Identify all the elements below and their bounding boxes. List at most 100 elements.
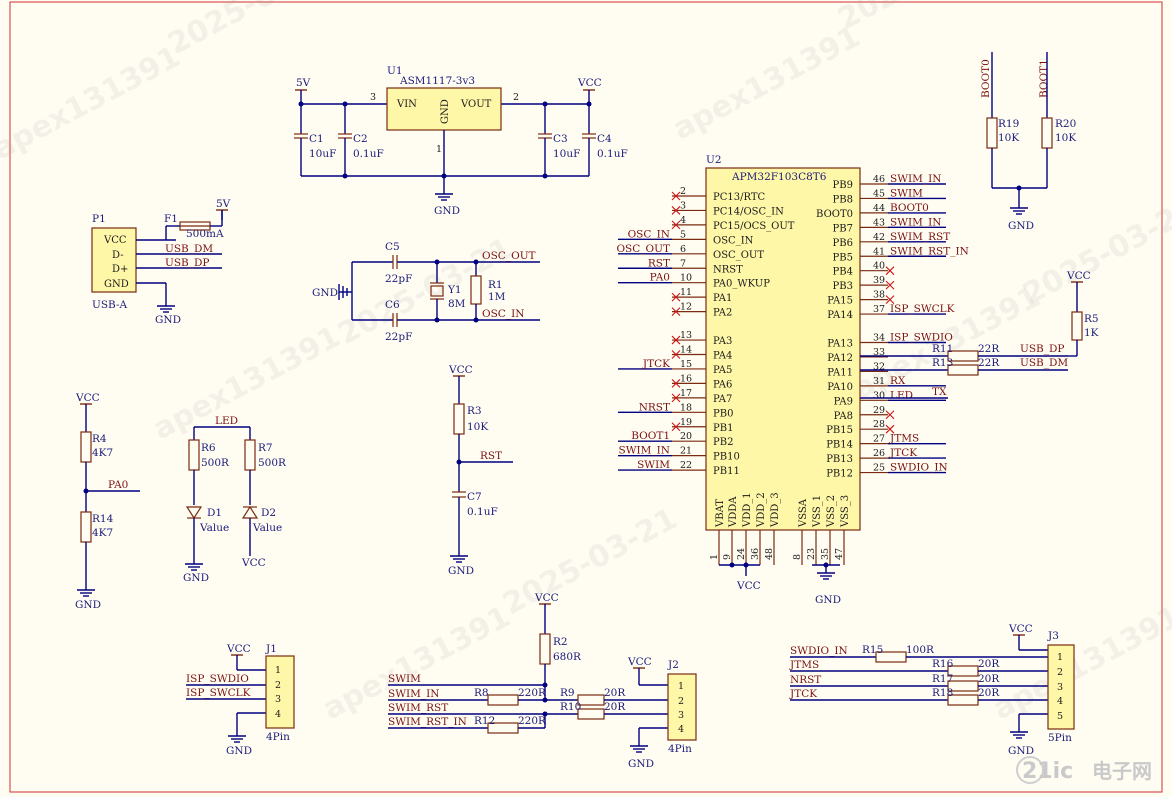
gnd-label: GND [183, 572, 209, 584]
pa0-divider-block: VCC R4 4K7 PA0 R14 4K7 GND [75, 392, 140, 611]
mcu-block: U2 APM32F103C8T6 2PC13/RTC3PC14/OSC_IN4P… [616, 154, 968, 606]
mcu-pin-name: PA11 [827, 367, 853, 378]
cap-value: 10uF [309, 148, 336, 160]
cap-ref: C2 [353, 133, 368, 145]
mcu-net-label: JTCK [889, 447, 917, 459]
mcu-pin-number: 36 [750, 548, 761, 560]
j1-designator: J1 [265, 643, 277, 655]
power-label-vcc: VCC [627, 656, 652, 668]
net-tx: TX [932, 386, 947, 398]
crystal-block: GND C5 22pF C6 22pF Y1 8M R1 1M [312, 241, 540, 343]
mcu-pin-number: 39 [873, 275, 885, 286]
mcu-pin-name: PC13/RTC [713, 192, 765, 203]
mcu-pin-number: 42 [873, 232, 885, 243]
resistor [453, 403, 465, 435]
mcu-net-label: SWIM [890, 187, 923, 199]
res-value: 20R [978, 658, 1000, 670]
net-pa0: PA0 [108, 479, 128, 491]
pin-num: 5 [1057, 711, 1063, 722]
mcu-net-label: SWIM_IN [890, 216, 941, 228]
resistor [80, 511, 92, 543]
watermark-date: 2025-03-21 [497, 501, 683, 622]
mcu-pin-number: 29 [873, 405, 885, 416]
mcu-pin-name: PB12 [826, 469, 853, 480]
mcu-net-label: SWIM_RST [890, 231, 950, 243]
j3-designator: J3 [1047, 630, 1059, 642]
pin-num: 3 [1057, 682, 1063, 693]
usb-pin: VCC [103, 235, 127, 246]
cap-ref: C7 [467, 491, 482, 503]
watermark-date: 2025-03-21 [1017, 191, 1172, 312]
power-label-vcc: VCC [241, 557, 266, 569]
net-swim-rst: SWIM_RST [388, 702, 448, 714]
j3-connector [1047, 644, 1075, 730]
mcu-pin-name: PA4 [713, 351, 732, 362]
res-value: 10K [998, 132, 1019, 144]
power-label-vcc: VCC [1008, 623, 1033, 635]
pin-num: 2 [275, 680, 281, 691]
mcu-pin-number: 41 [873, 246, 885, 257]
mcu-net-label: BOOT1 [631, 430, 670, 442]
mcu-net-label: RST [648, 257, 670, 269]
usb-part: USB-A [92, 299, 128, 311]
net-usb-dp: USB_DP [165, 257, 210, 269]
res-value: 22R [978, 343, 1000, 355]
mcu-pin-number: 28 [873, 419, 885, 430]
mcu-pin-number: 22 [680, 460, 692, 471]
boot-block: BOOT0 BOOT1 R19 10K R20 10K GND [980, 52, 1076, 232]
mcu-pin-name: PB7 [833, 223, 853, 234]
gnd-label: GND [1008, 745, 1034, 757]
regulator-designator: U1 [387, 65, 403, 77]
usb-pin: D- [112, 250, 124, 261]
net-swim-in: SWIM_IN [388, 688, 439, 700]
pin-num: 1 [1057, 652, 1063, 663]
res-ref: R13 [932, 357, 953, 369]
res-ref: R2 [553, 636, 568, 648]
power-label-vcc: VCC [736, 580, 761, 592]
res-value: 220R [518, 715, 547, 727]
mcu-pin-number: 45 [873, 188, 885, 199]
watermark-text: apex131391 [147, 319, 346, 447]
no-connect-mark [885, 410, 895, 420]
mcu-pin-name: PB13 [826, 454, 853, 465]
res-ref: R18 [932, 687, 953, 699]
net-jtck: JTCK [789, 688, 817, 700]
power-label-vcc: VCC [448, 364, 473, 376]
watermark-date: 2025-03-21 [832, 0, 1018, 37]
res-value: 680R [553, 651, 582, 663]
mcu-pin-name: PB2 [713, 437, 733, 448]
cap-value: 0.1uF [353, 148, 384, 160]
mcu-pin-number: 16 [680, 373, 692, 384]
mcu-pin-number: 4 [680, 215, 686, 226]
led-diode [241, 505, 259, 519]
mcu-pin-number: 5 [680, 229, 686, 240]
mcu-pin-name: PB11 [713, 466, 740, 477]
pin-num: 1 [678, 681, 684, 692]
res-value: 20R [604, 701, 626, 713]
mcu-pin-name: BOOT0 [816, 209, 853, 220]
cap-value: 22pF [385, 273, 412, 285]
mcu-net-label: JTMS [889, 433, 919, 445]
res-value: 500R [258, 457, 287, 469]
no-connect-mark [885, 295, 895, 304]
mcu-pin-name: VDD_3 [770, 492, 781, 528]
no-connect-mark [671, 206, 681, 215]
mcu-pin-number: 14 [680, 345, 692, 356]
mcu-pin-name: PB3 [833, 281, 853, 292]
mcu-pin-number: 38 [873, 290, 885, 301]
res-value: 100R [906, 644, 935, 656]
pin-num: 3 [678, 710, 684, 721]
no-connect-mark [885, 280, 895, 290]
mcu-pin-name: PB1 [713, 423, 733, 434]
mcu-pin-name: PA9 [834, 396, 853, 407]
watermark-text: apex131391 [667, 19, 866, 147]
mcu-pin-name: PA13 [827, 339, 853, 350]
net-led: LED [215, 415, 238, 427]
net-usb-dp: USB_DP [1020, 343, 1065, 355]
mcu-pin-name: PB10 [713, 452, 740, 463]
mcu-pin-number: 11 [680, 287, 692, 298]
res-value: 20R [978, 673, 1000, 685]
gnd-label: GND [155, 314, 181, 326]
cap-ref: C5 [385, 241, 400, 253]
